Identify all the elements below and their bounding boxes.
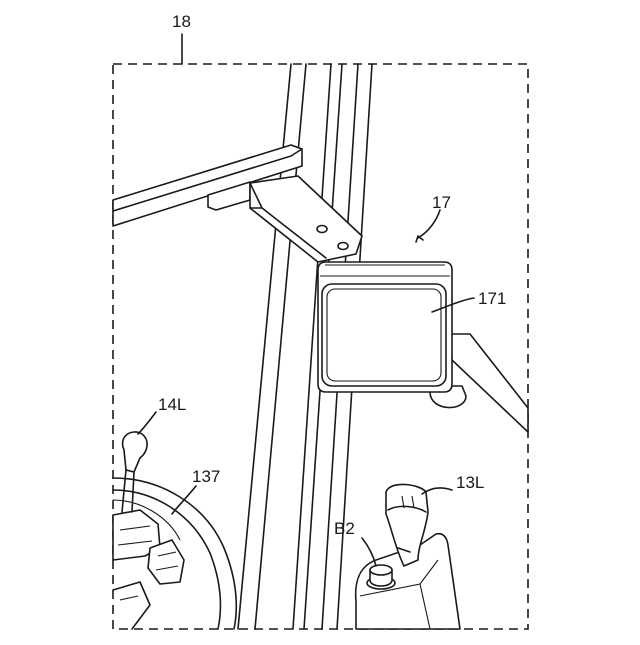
lever-knob: [123, 432, 148, 472]
label-button: B2: [334, 519, 355, 538]
steering-wheel: [113, 478, 236, 629]
bolt-hole-upper: [317, 226, 327, 233]
label-screen: 171: [478, 289, 506, 308]
joystick-assembly: [356, 484, 460, 629]
label-lever: 14L: [158, 395, 186, 414]
steering-hub: [148, 540, 184, 584]
leader-17: [418, 210, 440, 238]
leader-17-arrowhead: [416, 236, 423, 242]
leader-137: [172, 486, 196, 514]
monitor: [318, 262, 528, 432]
label-joystick: 13L: [456, 473, 484, 492]
label-cab: 18: [172, 12, 191, 31]
monitor-screen: [322, 284, 446, 386]
bolt-hole-lower: [338, 243, 348, 250]
leader-14L: [138, 412, 156, 434]
monitor-support-arm: [450, 334, 528, 432]
lever: [122, 432, 147, 512]
monitor-bracket: [250, 176, 362, 262]
label-monitor: 17: [432, 193, 451, 212]
label-steering: 137: [192, 467, 220, 486]
